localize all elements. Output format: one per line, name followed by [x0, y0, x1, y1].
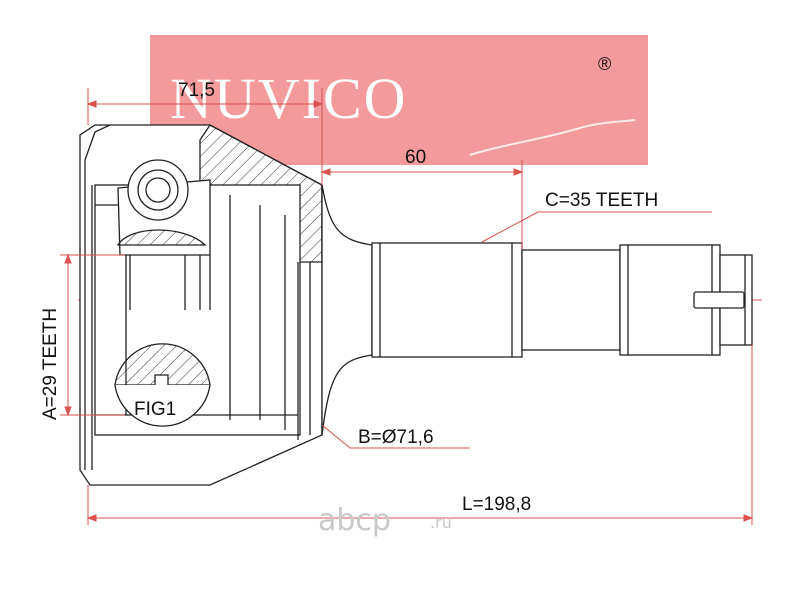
dimension-71-5-label: 71,5 [178, 80, 215, 101]
dimension-71-5 [86, 88, 324, 185]
inner-splines-label: A=29 TEETH [40, 308, 61, 420]
outer-splines-label: C=35 TEETH [545, 190, 658, 211]
inner-race [116, 159, 211, 310]
shaft [321, 184, 753, 436]
registered-mark: ® [598, 54, 611, 74]
watermark-main: abcp [318, 503, 391, 538]
dimension-a [60, 253, 125, 417]
keyway-slot [693, 291, 745, 309]
fig1-label: FIG1 [134, 399, 176, 420]
brand-name: NUVICO [170, 66, 408, 131]
abs-ring-label: B=Ø71,6 [358, 427, 434, 448]
brand-swoosh [469, 119, 636, 156]
fig1-section: FIG1 [114, 343, 211, 427]
abcp-watermark: abcp .ru [318, 503, 452, 538]
outer-bell-housing [79, 124, 323, 486]
leader-c [481, 211, 712, 243]
dimension-l [86, 345, 754, 525]
leader-b [321, 424, 470, 449]
dimension-60 [320, 160, 524, 250]
watermark-suffix: .ru [430, 513, 452, 532]
dimension-60-label: 60 [405, 147, 426, 168]
total-length-label: L=198,8 [462, 494, 531, 515]
